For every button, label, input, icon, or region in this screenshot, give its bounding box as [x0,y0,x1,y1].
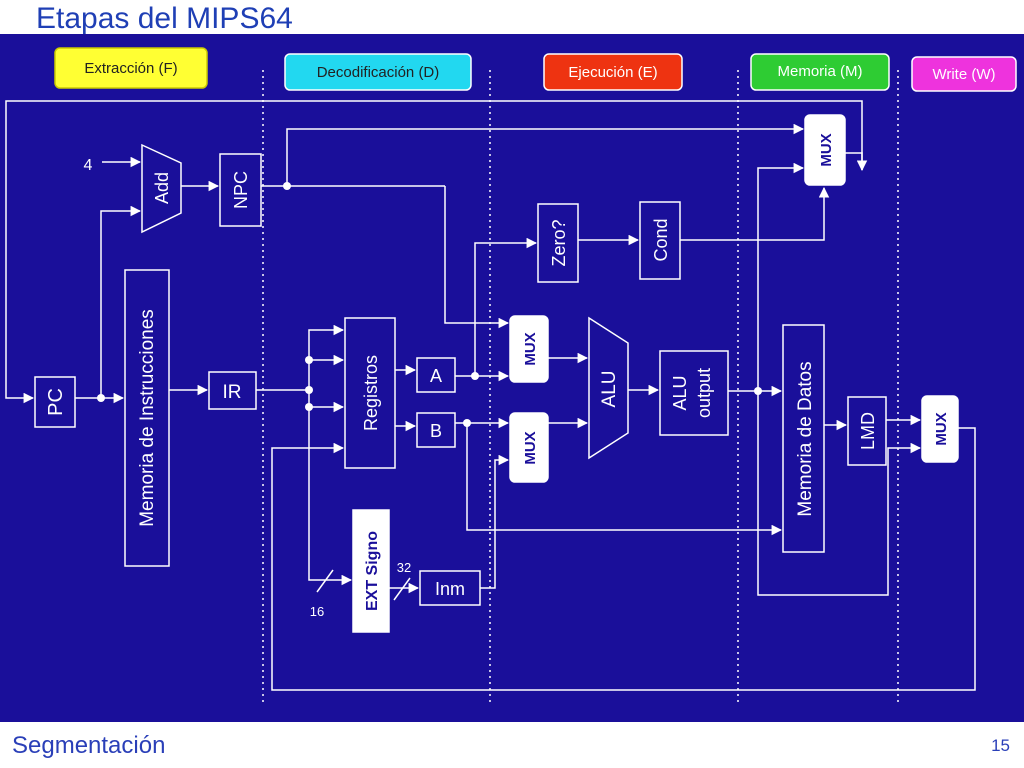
junction-npc [283,182,291,190]
instruction-memory-label: Memoria de Instrucciones [137,309,158,527]
immediate-label: Inm [435,579,465,599]
register-file-label: Registros [361,355,381,431]
pc-to-adder-wire [100,205,142,398]
a-register-label: A [430,366,442,386]
pc-label: PC [45,388,67,416]
immediate-register: Inm [419,570,481,606]
stage-fetch-label: Extracción (F) [84,60,177,77]
pcmux-out-wire [845,152,868,172]
inm-to-muxb-wire [480,454,510,589]
sign-extend-unit: EXT Signo [352,509,390,633]
a-to-zero-wire [474,237,538,376]
zero-test: Zero? [537,203,579,283]
footer-page-number: 15 [991,736,1010,755]
data-memory: Memoria de Datos [782,324,825,553]
stage-fetch: Extracción (F) [54,47,208,89]
lmd-register: LMD [847,396,887,466]
instruction-memory: Memoria de Instrucciones [124,269,170,567]
mux-a: MUX [509,315,549,383]
wires [5,100,976,691]
alu-label: ALU [599,371,620,408]
mux-pc: MUX [804,114,846,186]
ir-label: IR [223,382,242,403]
stage-write-label: Write (W) [932,66,995,83]
junction-a [471,372,479,380]
stage-separators [262,70,899,705]
adder: Add [141,143,182,234]
constant-four-label: 4 [84,157,93,174]
stage-write: Write (W) [911,56,1017,92]
npc-label: NPC [231,171,251,209]
pc-feedback-wire [5,100,863,404]
width-32-label: 32 [397,560,411,575]
mux-b-label: MUX [522,431,539,464]
junction-ir-2 [305,386,313,394]
footer-section-title: Segmentación [12,732,166,759]
register-file: Registros [344,317,396,469]
cond-to-pcmux-wire [680,186,830,241]
aluout-to-wbmux-wire [757,391,922,596]
zero-test-label: Zero? [549,219,569,266]
cond-label: Cond [651,218,671,261]
writeback-wire [271,427,976,691]
junction-ir-1 [305,356,313,364]
b-register: B [416,412,456,448]
ir-to-signext-wire [308,390,353,586]
pc-register: PC [34,376,76,428]
stage-decode: Decodificación (D) [284,53,472,91]
mux-writeback-label: MUX [933,412,950,445]
junction-ir-3 [305,403,313,411]
junction-pc [97,394,105,402]
a-register: A [416,357,456,393]
stage-decode-label: Decodificación (D) [317,64,440,81]
stage-execute-label: Ejecución (E) [568,64,657,81]
alu-output-label-line2: output [694,368,714,418]
slide-title: Etapas del MIPS64 [36,2,293,35]
mux-writeback: MUX [921,395,959,463]
npc-to-muxa-wire [444,186,510,329]
mux-b: MUX [509,412,549,483]
stage-execute: Ejecución (E) [543,53,683,91]
b-to-dmem-wire [466,423,783,536]
adder-label: Add [152,172,172,204]
mux-pc-label: MUX [818,133,835,166]
width-tick-16 [316,569,334,593]
sign-extend-label: EXT Signo [364,531,381,611]
alu-output-register: ALU output [659,350,729,436]
lmd-label: LMD [858,412,878,450]
npc-register: NPC [219,153,262,227]
mux-a-label: MUX [522,332,539,365]
aluout-to-pcmux-wire [757,162,805,391]
alu: ALU [588,316,629,460]
alu-output-label-line1: ALU [670,375,690,410]
data-memory-label: Memoria de Datos [795,361,816,516]
stage-memory: Memoria (M) [750,53,890,91]
ir-register: IR [208,371,257,410]
junctions [97,182,762,427]
width-tick-32 [393,577,411,601]
stage-memory-label: Memoria (M) [778,63,863,80]
npc-to-pcmux-wire [286,123,805,186]
junction-aluout [754,387,762,395]
junction-b [463,419,471,427]
width-16-label: 16 [310,604,324,619]
cond-register: Cond [639,201,681,280]
b-register-label: B [430,421,442,441]
